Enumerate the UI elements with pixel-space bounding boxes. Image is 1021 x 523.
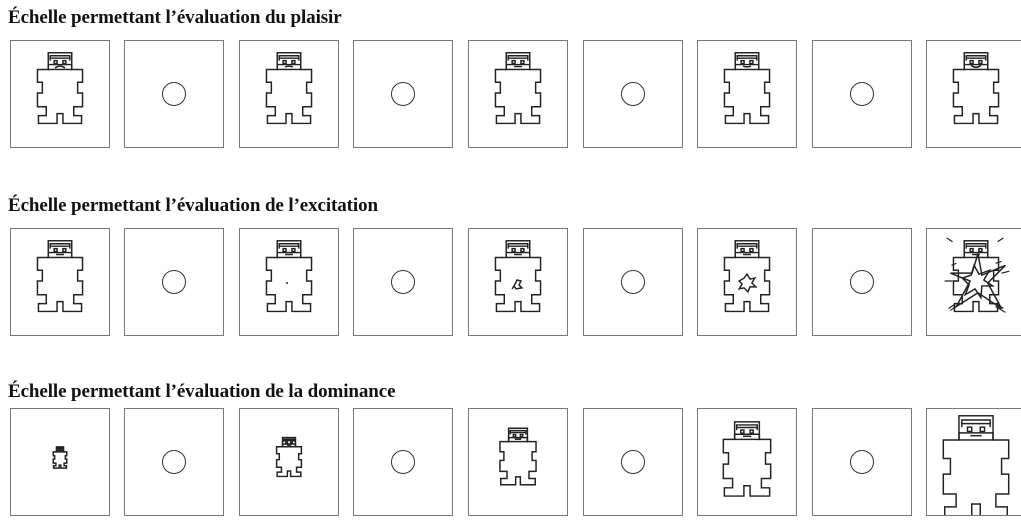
choice-circle-icon [391,82,415,106]
sam-manikin-icon [494,52,542,125]
sam-manikin-icon [265,240,313,313]
sam-manikin-icon [265,52,313,125]
manikin-box[interactable] [697,40,797,148]
choice-circle-box[interactable] [812,40,912,148]
manikin-box[interactable] [926,228,1021,336]
scale-title-excitation: Échelle permettant l’évaluation de l’exc… [8,195,378,216]
choice-circle-box[interactable] [124,40,224,148]
choice-circle-icon [850,450,874,474]
sam-manikin-icon [499,427,537,486]
choice-circle-icon [621,450,645,474]
sam-manikin-icon [723,240,771,313]
choice-circle-box[interactable] [812,408,912,516]
manikin-box[interactable] [468,40,568,148]
manikin-box[interactable] [926,408,1021,516]
sam-manikin-icon [723,52,771,125]
sam-manikin-icon [944,237,1010,313]
choice-circle-box[interactable] [812,228,912,336]
sam-manikin-icon [52,446,68,469]
sam-manikin-icon [722,421,772,497]
manikin-box[interactable] [697,228,797,336]
choice-circle-icon [850,82,874,106]
manikin-box[interactable] [697,408,797,516]
manikin-box[interactable] [468,408,568,516]
choice-circle-box[interactable] [353,40,453,148]
sam-manikin-icon [275,436,303,478]
manikin-box[interactable] [239,228,339,336]
choice-circle-icon [162,450,186,474]
manikin-box[interactable] [10,40,110,148]
sam-manikin-icon [36,240,84,313]
scale-title-plaisir: Échelle permettant l’évaluation du plais… [8,7,342,28]
choice-circle-box[interactable] [124,228,224,336]
manikin-box[interactable] [239,40,339,148]
choice-circle-icon [391,450,415,474]
manikin-box[interactable] [10,408,110,516]
sam-manikin-icon [942,415,1010,515]
choice-circle-icon [621,82,645,106]
choice-circle-box[interactable] [583,408,683,516]
choice-circle-icon [621,270,645,294]
choice-circle-icon [162,82,186,106]
choice-circle-icon [162,270,186,294]
choice-circle-box[interactable] [353,228,453,336]
sam-manikin-icon [36,52,84,125]
choice-circle-icon [850,270,874,294]
sam-manikin-icon [952,52,1000,125]
choice-circle-box[interactable] [124,408,224,516]
choice-circle-box[interactable] [353,408,453,516]
choice-circle-box[interactable] [583,40,683,148]
manikin-box[interactable] [468,228,568,336]
manikin-box[interactable] [239,408,339,516]
choice-circle-box[interactable] [583,228,683,336]
scale-title-dominance: Échelle permettant l’évaluation de la do… [8,381,396,402]
manikin-box[interactable] [10,228,110,336]
sam-manikin-icon [494,240,542,313]
choice-circle-icon [391,270,415,294]
manikin-box[interactable] [926,40,1021,148]
